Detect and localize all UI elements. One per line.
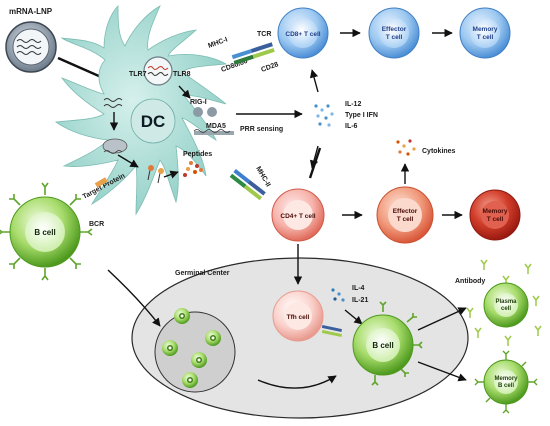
tlr7-label: TLR7 bbox=[129, 71, 147, 78]
rig-i-label: RIG-I bbox=[190, 99, 207, 106]
effector-t-cell-top: Effector T cell bbox=[368, 7, 420, 59]
il6-label: IL-6 bbox=[345, 123, 358, 130]
target-protein: Target Protein bbox=[82, 173, 127, 201]
naive-b-cell: B cell BCR bbox=[0, 182, 104, 281]
cytokine-to-cd8-arrow bbox=[309, 69, 319, 93]
mhc-i-tcr-synapse: MHC-I TCR CD80/86 CD28 bbox=[207, 31, 279, 74]
tcr-label: TCR bbox=[257, 31, 271, 38]
peptide-dots bbox=[183, 161, 203, 177]
memory-t-top-line2: T cell bbox=[477, 34, 494, 41]
cytokine-cluster-orange bbox=[396, 139, 416, 156]
gc-b-cell: B cell bbox=[352, 301, 423, 386]
plasma-cell: Plasma cell bbox=[483, 282, 529, 328]
antibody-label: Antibody bbox=[455, 278, 485, 285]
dc-label: DC bbox=[141, 112, 166, 131]
tlr8-label: TLR8 bbox=[173, 71, 191, 78]
il-to-gc-b-arrow bbox=[344, 309, 363, 325]
cytokine-to-cd4-arrow bbox=[309, 145, 319, 169]
cd28-label: CD28 bbox=[260, 61, 279, 74]
gc-b-cell-label: B cell bbox=[372, 341, 393, 350]
type-i-ifn-label: Type I IFN bbox=[345, 112, 378, 119]
cd8-t-cell: CD8+ T cell bbox=[277, 7, 329, 59]
antibodies bbox=[466, 259, 542, 346]
bcr-label: BCR bbox=[89, 221, 104, 228]
plasma-line1: Plasma bbox=[495, 299, 517, 305]
mda5-label: MDA5 bbox=[206, 123, 226, 130]
memory-b-line2: B cell bbox=[498, 383, 514, 389]
effector-t-bot-line1: Effector bbox=[393, 208, 418, 215]
effector-t-cell-bottom: Effector T cell bbox=[376, 186, 434, 244]
memory-t-top-line1: Memory bbox=[473, 26, 498, 33]
il4-label: IL-4 bbox=[352, 285, 365, 292]
prr-sensing-label: PRR sensing bbox=[240, 126, 283, 133]
il21-label: IL-21 bbox=[352, 297, 368, 304]
memory-t-bot-line2: T cell bbox=[487, 216, 504, 223]
gc-b-to-memory-b-arrow bbox=[417, 361, 467, 382]
mrna-lnp-label: mRNA-LNP bbox=[9, 7, 53, 16]
cytokines-label: Cytokines bbox=[422, 148, 456, 155]
germinal-center-label: Germinal Center bbox=[175, 270, 230, 277]
tfh-b-synapse bbox=[321, 324, 342, 338]
memory-b-cell: Memory B cell bbox=[474, 350, 538, 414]
gc-proliferating-b-cells bbox=[162, 308, 221, 388]
memory-t-bot-line1: Memory bbox=[483, 208, 508, 215]
peptide-lollipops bbox=[147, 165, 164, 184]
b-cell-to-gc-arrow bbox=[107, 269, 161, 327]
mhc-ii-synapse: MHC-II bbox=[229, 166, 271, 201]
cytokine-cluster-il bbox=[331, 288, 345, 302]
memory-b-line1: Memory bbox=[494, 376, 518, 382]
target-protein-label: Target Protein bbox=[82, 173, 127, 201]
mhc-ii-label: MHC-II bbox=[254, 166, 271, 189]
gc-b-to-plasma-arrow bbox=[417, 307, 467, 331]
memory-t-cell-top: Memory T cell bbox=[459, 7, 511, 59]
gc-selection-arrow bbox=[257, 375, 337, 389]
il12-label: IL-12 bbox=[345, 101, 361, 108]
effector-t-top-line2: T cell bbox=[386, 34, 403, 41]
effector-t-top-line1: Effector bbox=[382, 26, 407, 33]
cytokine-cluster-blue bbox=[314, 104, 334, 127]
mhc-i-label: MHC-I bbox=[207, 36, 228, 50]
b-cell-label: B cell bbox=[34, 228, 55, 237]
dendritic-cell: DC TLR7 TLR8 RIG-I MDA5 Peptides bbox=[54, 5, 234, 216]
cd4-t-cell-label: CD4+ T cell bbox=[280, 213, 315, 220]
plasma-line2: cell bbox=[501, 306, 511, 312]
cd8-t-cell-label: CD8+ T cell bbox=[285, 31, 320, 38]
tfh-label: Tfh cell bbox=[287, 314, 310, 321]
cd4-t-cell: CD4+ T cell bbox=[271, 188, 325, 242]
tfh-cell: Tfh cell bbox=[272, 290, 324, 342]
memory-t-cell-bottom: Memory T cell bbox=[469, 189, 521, 241]
endosome bbox=[143, 56, 173, 86]
dc-to-cd4-thick-arrow bbox=[308, 147, 322, 179]
mrna-lnp: mRNA-LNP bbox=[5, 7, 57, 73]
peptides-label: Peptides bbox=[183, 151, 212, 158]
effector-t-bot-line2: T cell bbox=[397, 216, 414, 223]
